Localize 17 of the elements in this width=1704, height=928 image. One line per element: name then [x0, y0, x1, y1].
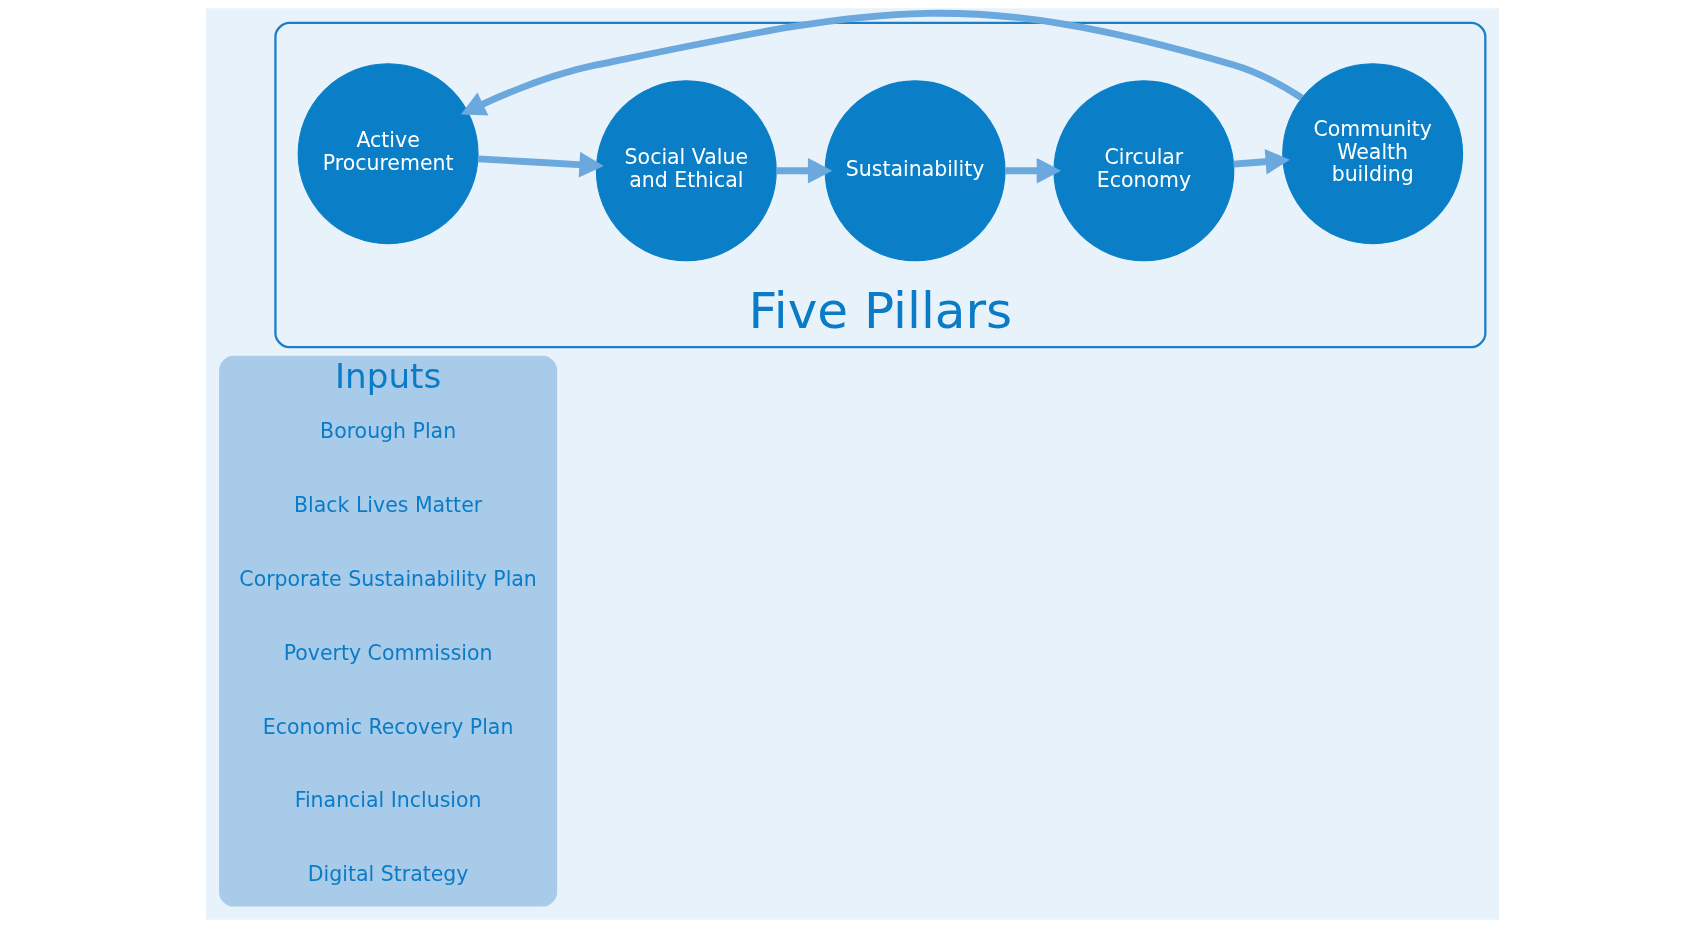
- node-circle: Sustainability: [824, 80, 1006, 262]
- node-text: Economic Recovery Plan: [262, 714, 513, 739]
- arrow: [477, 151, 604, 178]
- arrow: [775, 157, 832, 184]
- node-circle: Social Value and Ethical: [595, 80, 777, 262]
- node-text: Financial Inclusion: [294, 788, 482, 813]
- node-circle: Circular Economy: [1052, 80, 1234, 262]
- arrow: [1232, 148, 1290, 175]
- arrow: [460, 10, 1304, 116]
- node-text: Poverty Commission: [283, 640, 493, 665]
- node-text: Digital Strategy: [307, 862, 468, 887]
- node-text: Black Lives Matter: [293, 492, 482, 517]
- node-circle: Community Wealth building: [1281, 63, 1463, 245]
- node-circle: Active Procurement: [297, 63, 479, 245]
- node-text: Corporate Sustainability Plan: [238, 566, 537, 591]
- node-text: Borough Plan: [319, 418, 456, 443]
- arrow: [1004, 157, 1061, 184]
